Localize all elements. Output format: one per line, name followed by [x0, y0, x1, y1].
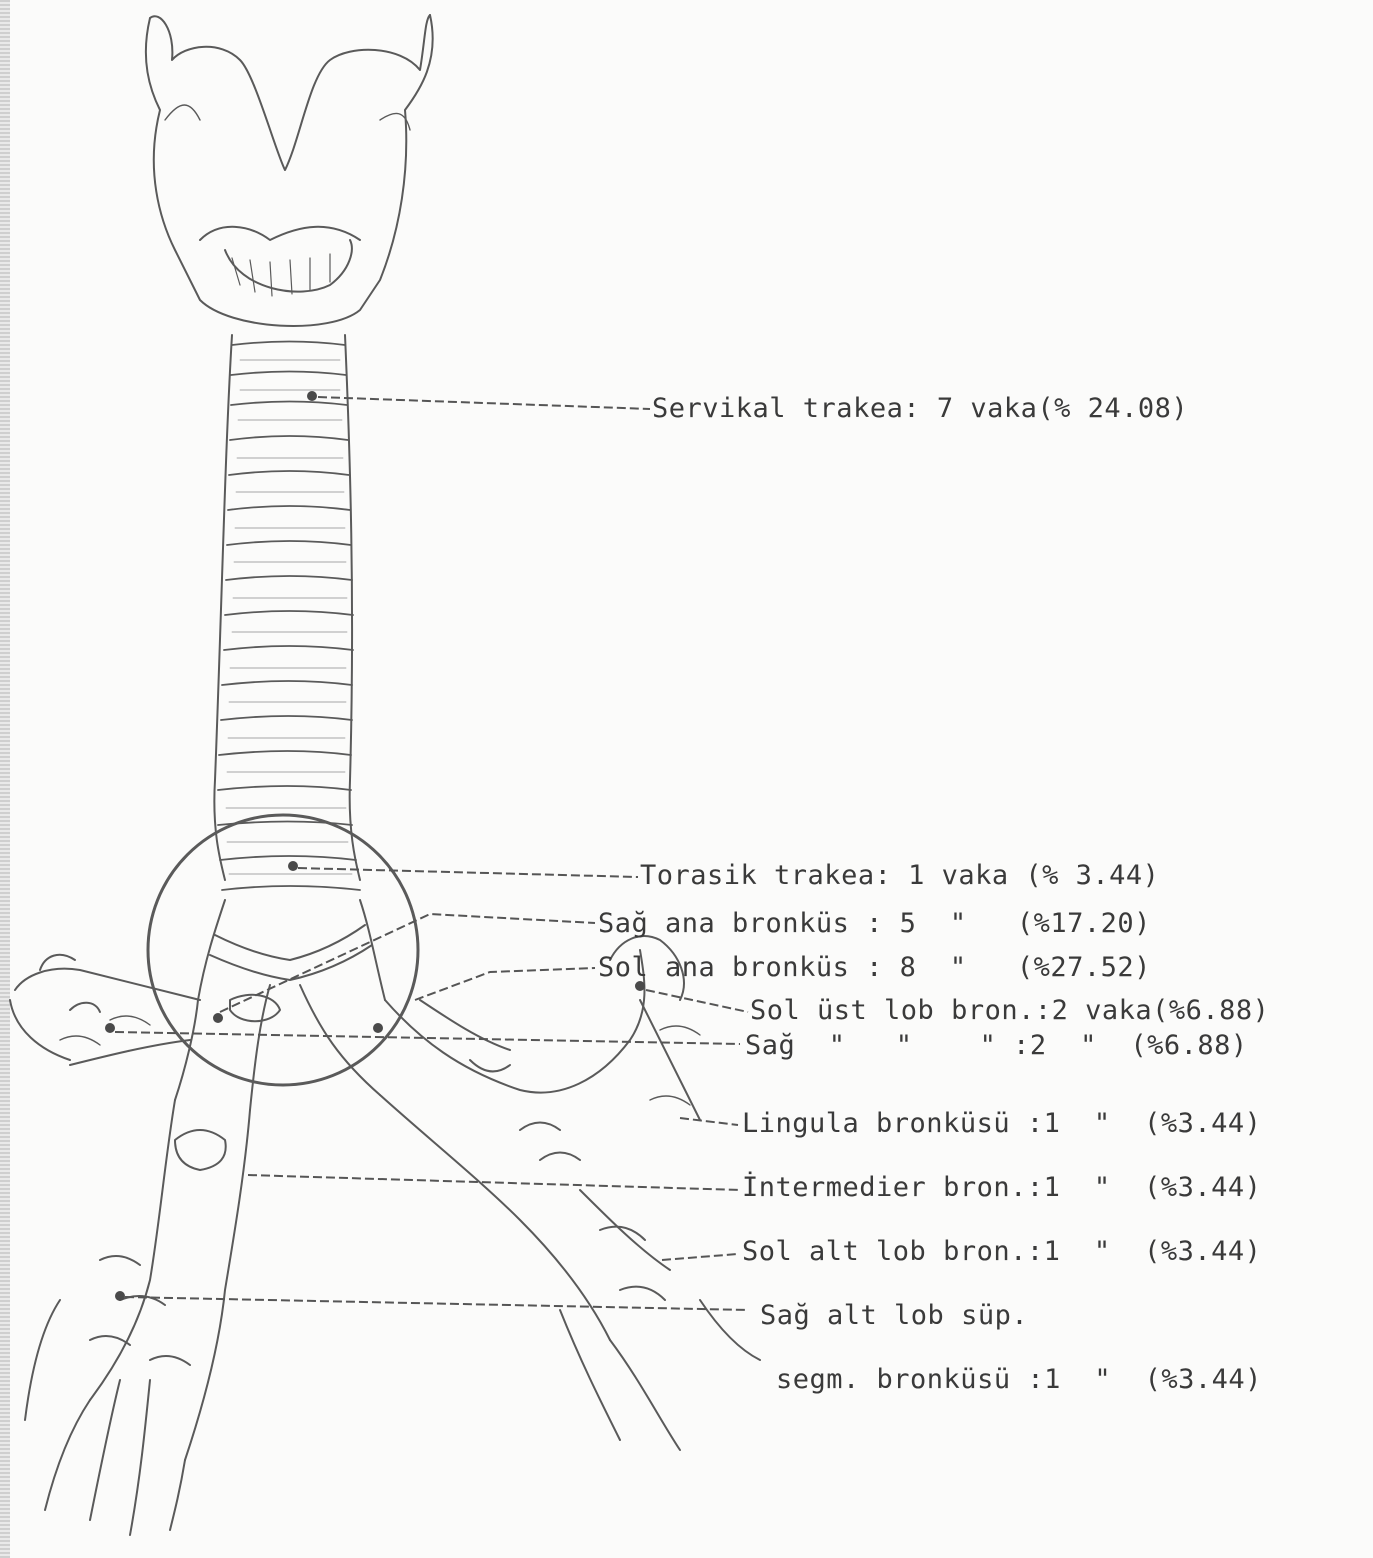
- leader-sol-ust: [646, 990, 748, 1012]
- label-sag-ana-bronkus: Sağ ana bronküs : 5 " (%17.20): [598, 908, 1151, 940]
- leader-sag-ana: [220, 914, 595, 1012]
- left-bronchial-tree-drawing: [380, 936, 760, 1450]
- label-sol-ana-bronkus: Sol ana bronküs : 8 " (%27.52): [598, 952, 1151, 984]
- label-sag-alt-lob-line1: Sağ alt lob süp.: [760, 1300, 1028, 1332]
- marker-sol-ana: [373, 1023, 383, 1033]
- label-sol-ust-lob: Sol üst lob bron.:2 vaka(%6.88): [750, 995, 1269, 1027]
- label-servikal-trakea: Servikal trakea: 7 vaka(% 24.08): [652, 393, 1188, 425]
- leader-sol-ana: [415, 968, 595, 1000]
- leader-sag-alt: [125, 1297, 748, 1310]
- label-sag-ust-lob: Sağ " " " :2 " (%6.88): [745, 1030, 1248, 1062]
- leader-lingula: [680, 1118, 738, 1125]
- leader-sol-alt: [662, 1254, 738, 1260]
- trachea-drawing: [214, 335, 360, 890]
- leader-servikal: [318, 397, 650, 409]
- bifurcation-drawing: [175, 900, 385, 1110]
- label-torasik-trakea: Torasik trakea: 1 vaka (% 3.44): [640, 860, 1159, 892]
- label-intermedier-bron: İntermedier bron.:1 " (%3.44): [742, 1172, 1261, 1204]
- label-sol-alt-lob: Sol alt lob bron.:1 " (%3.44): [742, 1236, 1261, 1268]
- right-bronchial-tree-drawing: [10, 955, 250, 1535]
- label-lingula-bronkusu: Lingula bronküsü :1 " (%3.44): [742, 1108, 1261, 1140]
- marker-sag-alt: [115, 1291, 125, 1301]
- marker-torasik: [288, 861, 298, 871]
- marker-sag-ust: [105, 1023, 115, 1033]
- leader-torasik: [298, 868, 638, 877]
- marker-servikal: [307, 391, 317, 401]
- label-sag-alt-lob-line2: segm. bronküsü :1 " (%3.44): [776, 1364, 1262, 1396]
- larynx-drawing: [146, 15, 433, 326]
- leader-lines: [115, 397, 748, 1310]
- leader-intermedier: [248, 1175, 740, 1190]
- marker-sag-ana: [213, 1013, 223, 1023]
